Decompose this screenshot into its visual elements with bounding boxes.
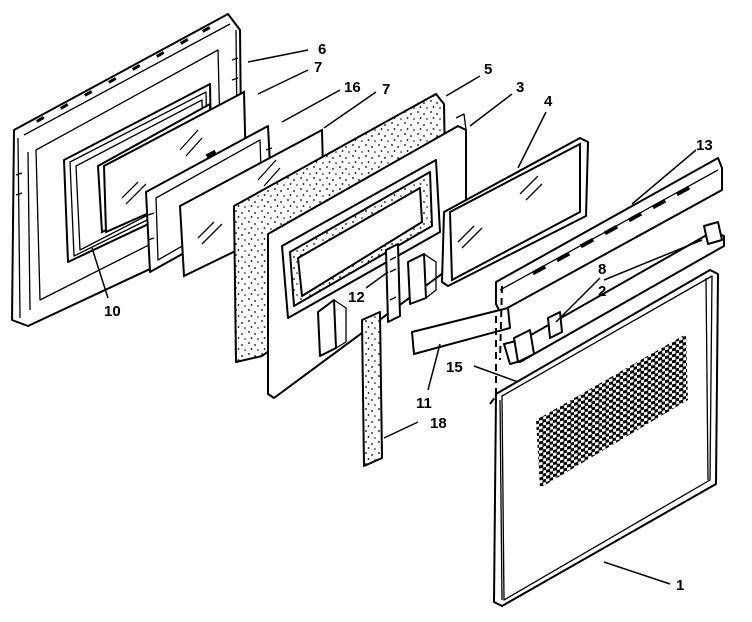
liner-slots [36,26,211,123]
inner-panel-3 [267,113,467,399]
strip-11 [411,307,511,355]
insulation-strip-18 [361,311,383,467]
callout-18: 18 [430,415,447,432]
leader-lines [91,49,703,585]
callout-13: 13 [696,137,713,154]
callout-1: 1 [676,577,684,594]
callout-15: 15 [446,359,463,376]
callout-7-middle: 7 [382,81,390,98]
clip-8 [547,311,563,339]
callout-5: 5 [484,61,492,78]
callout-16: 16 [344,79,361,96]
callout-12: 12 [348,289,365,306]
callout-7-upper: 7 [314,59,322,76]
vent-trim-13 [495,157,723,313]
door-window-mesh [536,334,688,488]
callout-10: 10 [104,303,121,320]
outer-door-1 [489,269,719,607]
callout-3: 3 [516,79,524,96]
bracket-12 [385,243,401,323]
vent-slots [531,185,691,276]
callout-8: 8 [598,261,606,278]
clip-15 [513,329,535,363]
callout-6: 6 [318,41,326,58]
callout-2: 2 [598,283,606,300]
callout-4: 4 [544,93,553,110]
outer-glass-4 [441,137,589,287]
callout-11: 11 [416,395,432,412]
callout-labels: 6 7 16 7 5 3 4 13 8 2 12 10 15 11 18 1 [104,41,713,594]
